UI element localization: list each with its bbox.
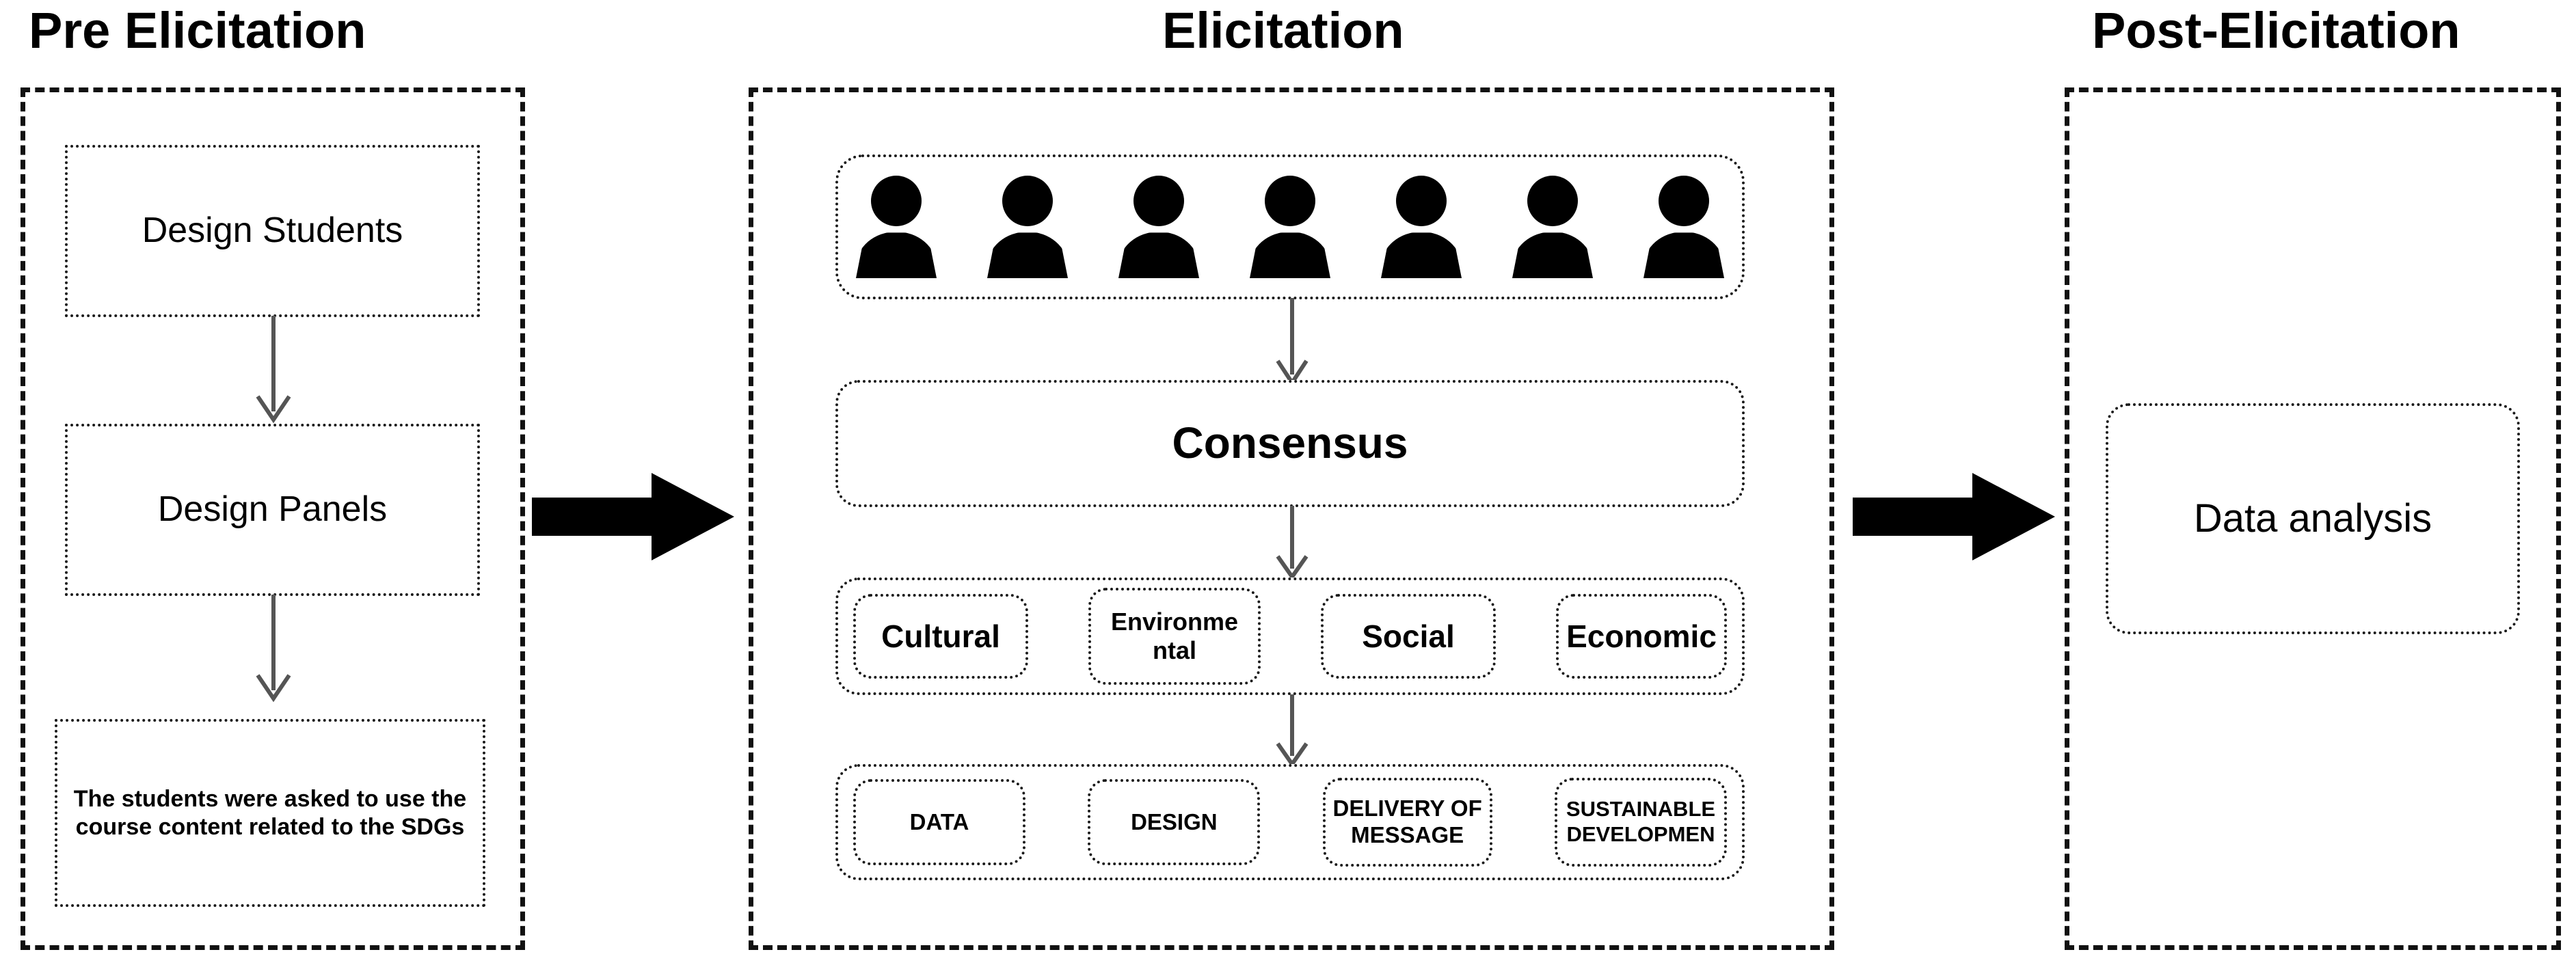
- pillars-group: Cultural Environme ntal Social Economic: [835, 578, 1745, 695]
- box-theme-data-label: DATA: [909, 809, 969, 834]
- box-pillar-environmental-label: Environme ntal: [1110, 607, 1239, 664]
- box-design-panels[interactable]: Design Panels: [65, 424, 480, 596]
- stage-title-post-elicitation: Post-Elicitation: [2092, 2, 2460, 59]
- box-data-analysis[interactable]: Data analysis: [2106, 403, 2520, 634]
- person-icon-5: [1381, 176, 1462, 278]
- box-theme-delivery-of-message[interactable]: DELIVERY OF MESSAGE: [1322, 778, 1492, 867]
- box-theme-design-label: DESIGN: [1131, 809, 1218, 834]
- box-data-analysis-label: Data analysis: [2193, 495, 2432, 541]
- box-theme-data[interactable]: DATA: [853, 779, 1025, 865]
- box-design-panels-label: Design Panels: [157, 489, 388, 530]
- themes-group: DATA DESIGN DELIVERY OF MESSAGE SUSTAINA…: [835, 764, 1745, 880]
- box-theme-sustainable-development-label: SUSTAINABLE DEVELOPMEN: [1566, 797, 1716, 846]
- person-icon-1: [856, 176, 937, 278]
- box-design-students-label: Design Students: [142, 210, 403, 251]
- box-course-content-note-label: The students were asked to use the cours…: [73, 786, 467, 840]
- person-icon-3: [1118, 176, 1199, 278]
- box-course-content-note[interactable]: The students were asked to use the cours…: [55, 719, 485, 907]
- stage-panel-pre-elicitation: [21, 87, 525, 950]
- box-theme-delivery-of-message-label: DELIVERY OF MESSAGE: [1332, 796, 1482, 847]
- box-pillar-economic[interactable]: Economic: [1556, 594, 1727, 679]
- person-icon-2: [987, 176, 1068, 278]
- block-arrow-right-icon-2: [1853, 473, 2055, 560]
- box-pillar-social-label: Social: [1362, 618, 1455, 654]
- stage-title-pre-elicitation: Pre Elicitation: [29, 2, 366, 59]
- participants-group: [835, 154, 1745, 299]
- person-icon-6: [1512, 176, 1593, 278]
- box-pillar-cultural[interactable]: Cultural: [853, 594, 1028, 679]
- stage-panel-post-elicitation: [2065, 87, 2561, 950]
- person-icon-4: [1250, 176, 1330, 278]
- box-consensus-label: Consensus: [1172, 418, 1408, 468]
- block-arrow-right-icon-1: [532, 473, 734, 560]
- box-theme-design[interactable]: DESIGN: [1088, 779, 1261, 865]
- stage-panel-elicitation: [749, 87, 1834, 950]
- box-pillar-cultural-label: Cultural: [881, 618, 1000, 654]
- stage-title-elicitation: Elicitation: [1162, 2, 1404, 59]
- box-theme-sustainable-development[interactable]: SUSTAINABLE DEVELOPMEN: [1554, 778, 1727, 867]
- box-design-students[interactable]: Design Students: [65, 145, 480, 317]
- box-consensus[interactable]: Consensus: [835, 380, 1745, 507]
- box-pillar-environmental[interactable]: Environme ntal: [1088, 588, 1261, 685]
- person-icon-7: [1643, 176, 1724, 278]
- box-pillar-social[interactable]: Social: [1321, 594, 1496, 679]
- box-pillar-economic-label: Economic: [1566, 618, 1717, 654]
